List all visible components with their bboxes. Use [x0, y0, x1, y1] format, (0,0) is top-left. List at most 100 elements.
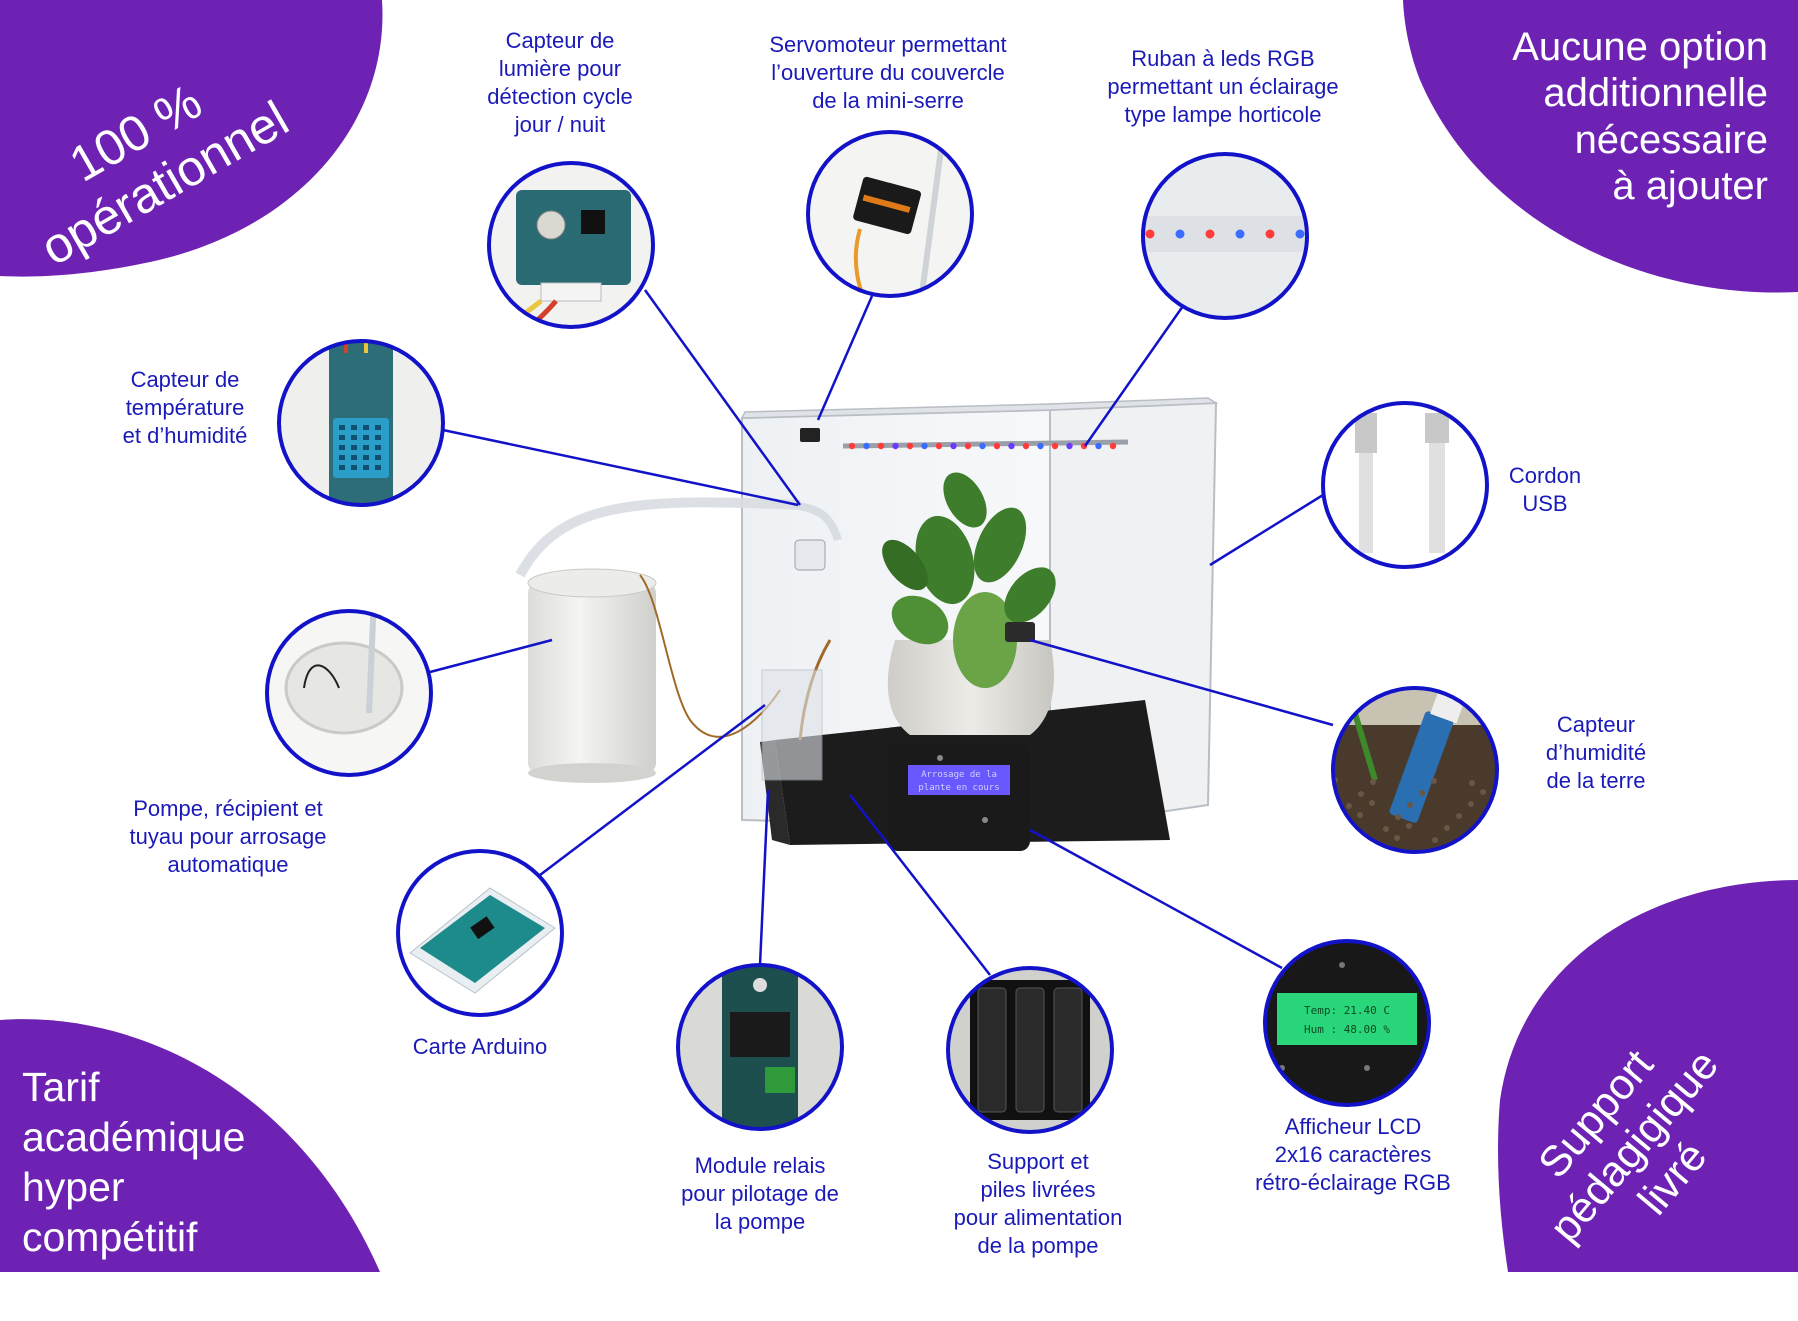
corner-badge-pricing: Tarif académique hyper compétitif	[22, 1062, 245, 1262]
relay-connector	[758, 789, 770, 966]
temp-sensor-label-line: température	[125, 395, 245, 420]
temp-sensor-circle-frame	[277, 339, 445, 507]
arduino-circle-frame	[396, 849, 564, 1017]
lcd-label-line: 2x16 caractères	[1274, 1142, 1432, 1167]
corner-blob-bottom-right	[1497, 880, 1798, 1272]
lcd-display-icon: Temp: 21.40 C Hum : 48.00 %	[1265, 941, 1429, 1105]
relay-label-line: la pompe	[714, 1209, 806, 1234]
batteries-label-line: pour alimentation	[953, 1205, 1123, 1230]
soil-sensor-label-line: d’humidité	[1545, 740, 1647, 765]
light-sensor-label-line: Capteur de	[505, 28, 615, 53]
temp-sensor-label-line: Capteur de	[130, 367, 240, 392]
lcd-label-line: rétro-éclairage RGB	[1255, 1170, 1451, 1195]
batteries-label: Support et piles livrées pour alimentation…	[954, 1148, 1123, 1260]
usb-cable-connector	[1209, 493, 1324, 567]
rgb-strip-label-line: permettant un éclairage	[1107, 74, 1339, 99]
led-dot	[935, 442, 943, 450]
greenhouse-product: Arrosage de la plante en cours	[515, 397, 1219, 851]
rgb-strip-circle-frame	[1141, 152, 1309, 320]
pump-label-line: Pompe, récipient et	[133, 796, 323, 821]
relay-label-line: pour pilotage de	[681, 1181, 839, 1206]
lcd-main-line-1: Arrosage de la	[921, 770, 997, 780]
arduino-label: Carte Arduino	[413, 1033, 548, 1061]
relay-module-icon	[678, 965, 842, 1129]
soil-sensor-connector	[1029, 638, 1334, 727]
led-dot	[1066, 442, 1073, 450]
batteries-connector	[849, 794, 991, 976]
relay-label-line: Module relais	[694, 1153, 826, 1178]
lcd-circle-frame	[1263, 939, 1431, 1107]
lcd-label: Afficheur LCD 2x16 caractères rétro-éclair…	[1255, 1113, 1451, 1197]
batteries-label-line: Support et	[987, 1149, 1089, 1174]
batteries-label-line: de la pompe	[977, 1233, 1099, 1258]
servo-label-line: l’ouverture du couvercle	[771, 60, 1005, 85]
diagram-canvas: Arrosage de la plante en cours Temp: 21.…	[0, 0, 1798, 1272]
pump-label-line: tuyau pour arrosage	[129, 824, 327, 849]
lcd-connector	[1029, 828, 1283, 970]
water-container	[527, 568, 781, 783]
temp-sensor-connector	[442, 428, 799, 507]
light-sensor-label-line: lumière pour	[498, 56, 622, 81]
corner-badge-no-option-line: à ajouter	[1612, 164, 1768, 209]
temp-sensor-label: Capteur de température et d’humidité	[123, 366, 248, 450]
soil-sensor-label-line: de la terre	[1546, 768, 1646, 793]
soil-sensor-circle-frame	[1331, 686, 1499, 854]
light-sensor-label-line: détection cycle	[487, 84, 633, 109]
light-sensor-label-line: jour / nuit	[514, 112, 606, 137]
soil-sensor-label-line: Capteur	[1556, 712, 1636, 737]
temp-sensor-label-line: et d’humidité	[122, 423, 248, 448]
lcd-inset-line-1: Temp: 21.40 C	[1304, 1004, 1390, 1017]
component-circles: Temp: 21.40 C Hum : 48.00 %	[265, 130, 1499, 1134]
soil-sensor-label: Capteur d’humidité de la terre	[1546, 711, 1646, 795]
batteries-circle-frame	[946, 966, 1114, 1134]
corner-badge-pricing-line: académique	[22, 1114, 246, 1161]
rgb-strip-connector	[1083, 305, 1185, 447]
pump-container-icon	[267, 611, 431, 775]
led-dot	[921, 442, 928, 450]
led-dot	[848, 442, 856, 450]
plant-leaves	[882, 472, 1056, 688]
pump-label-line: automatique	[167, 852, 289, 877]
battery-holder-icon	[948, 968, 1112, 1132]
corner-badge-no-option-line: additionnelle	[1543, 71, 1768, 116]
corner-badge-no-option-line: Aucune option	[1512, 25, 1768, 69]
led-dot	[1008, 442, 1015, 450]
usb-cable-circle-frame	[1321, 401, 1489, 569]
light-sensor-connector	[643, 289, 802, 506]
led-dot	[877, 442, 885, 450]
corner-badge-pricing-line: Tarif	[22, 1064, 100, 1110]
led-dot	[993, 442, 1001, 450]
led-dot	[1022, 442, 1030, 450]
corner-blob-bottom-left	[0, 1019, 380, 1272]
servo-motor-icon	[808, 132, 972, 296]
led-dot	[906, 442, 914, 450]
light-sensor-circle-frame	[487, 161, 655, 329]
lcd-main-line-2: plante en cours	[918, 783, 999, 793]
greenhouse-kit-diagram: Arrosage de la plante en cours Temp: 21.…	[0, 0, 1798, 1272]
led-dot	[950, 442, 957, 450]
corner-badge-pricing-line: compétitif	[22, 1214, 198, 1261]
batteries-label-line: piles livrées	[980, 1177, 1096, 1202]
corner-blob-top-right	[1403, 0, 1798, 293]
led-dot	[1095, 442, 1102, 450]
light-sensor-label: Capteur de lumière pour détection cycle jou…	[487, 27, 633, 139]
led-dot	[1037, 442, 1044, 450]
led-dot	[964, 442, 972, 450]
lcd-inset-line-2: Hum : 48.00 %	[1304, 1023, 1390, 1036]
relay-label: Module relais pour pilotage de la pompe	[681, 1152, 839, 1236]
led-dot	[1051, 442, 1059, 450]
led-dot	[1109, 442, 1117, 450]
corner-badge-no-option: Aucune option additionnelle nécessaire à…	[1512, 24, 1768, 210]
servo-circle-frame	[806, 130, 974, 298]
usb-cable-label-line: USB	[1522, 491, 1568, 516]
led-strip-dots	[848, 442, 1117, 450]
connector-lines	[429, 289, 1334, 976]
usb-cable-icon	[1323, 403, 1487, 567]
arduino-label-line: Carte Arduino	[412, 1034, 548, 1059]
lcd-label-line: Afficheur LCD	[1284, 1114, 1422, 1139]
corner-badge-no-option-line: nécessaire	[1574, 117, 1768, 162]
relay-circle-frame	[676, 963, 844, 1131]
